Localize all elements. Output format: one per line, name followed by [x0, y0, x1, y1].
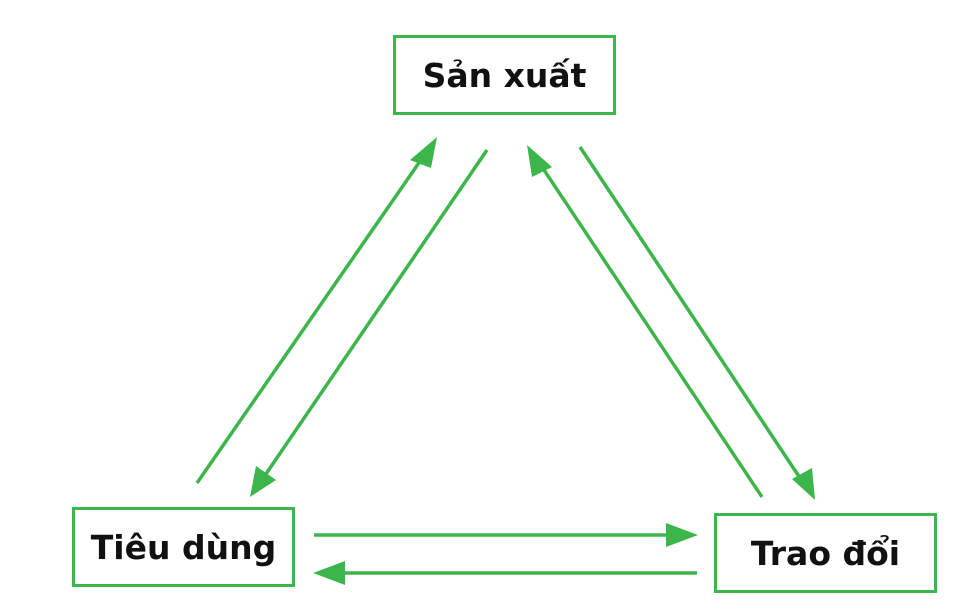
arrowhead-icon [250, 466, 276, 497]
node-exchange-label: Trao đổi [750, 533, 901, 573]
arrowhead-icon [792, 468, 815, 500]
arrowhead-icon [410, 137, 437, 168]
arrowhead-icon [313, 561, 345, 585]
arrow-production-to-consumption [253, 149, 489, 491]
node-consumption-label: Tiêu dùng [90, 527, 277, 567]
node-exchange: Trao đổi [714, 513, 937, 593]
arrow-exchange-to-production [530, 151, 764, 498]
arrow-consumption-to-production [195, 143, 434, 484]
node-production-label: Sản xuất [422, 55, 587, 95]
arrowhead-icon [666, 523, 698, 547]
arrowhead-icon [527, 145, 552, 177]
arrow-production-to-exchange [578, 146, 812, 494]
node-consumption: Tiêu dùng [72, 507, 295, 587]
node-production: Sản xuất [393, 35, 616, 115]
